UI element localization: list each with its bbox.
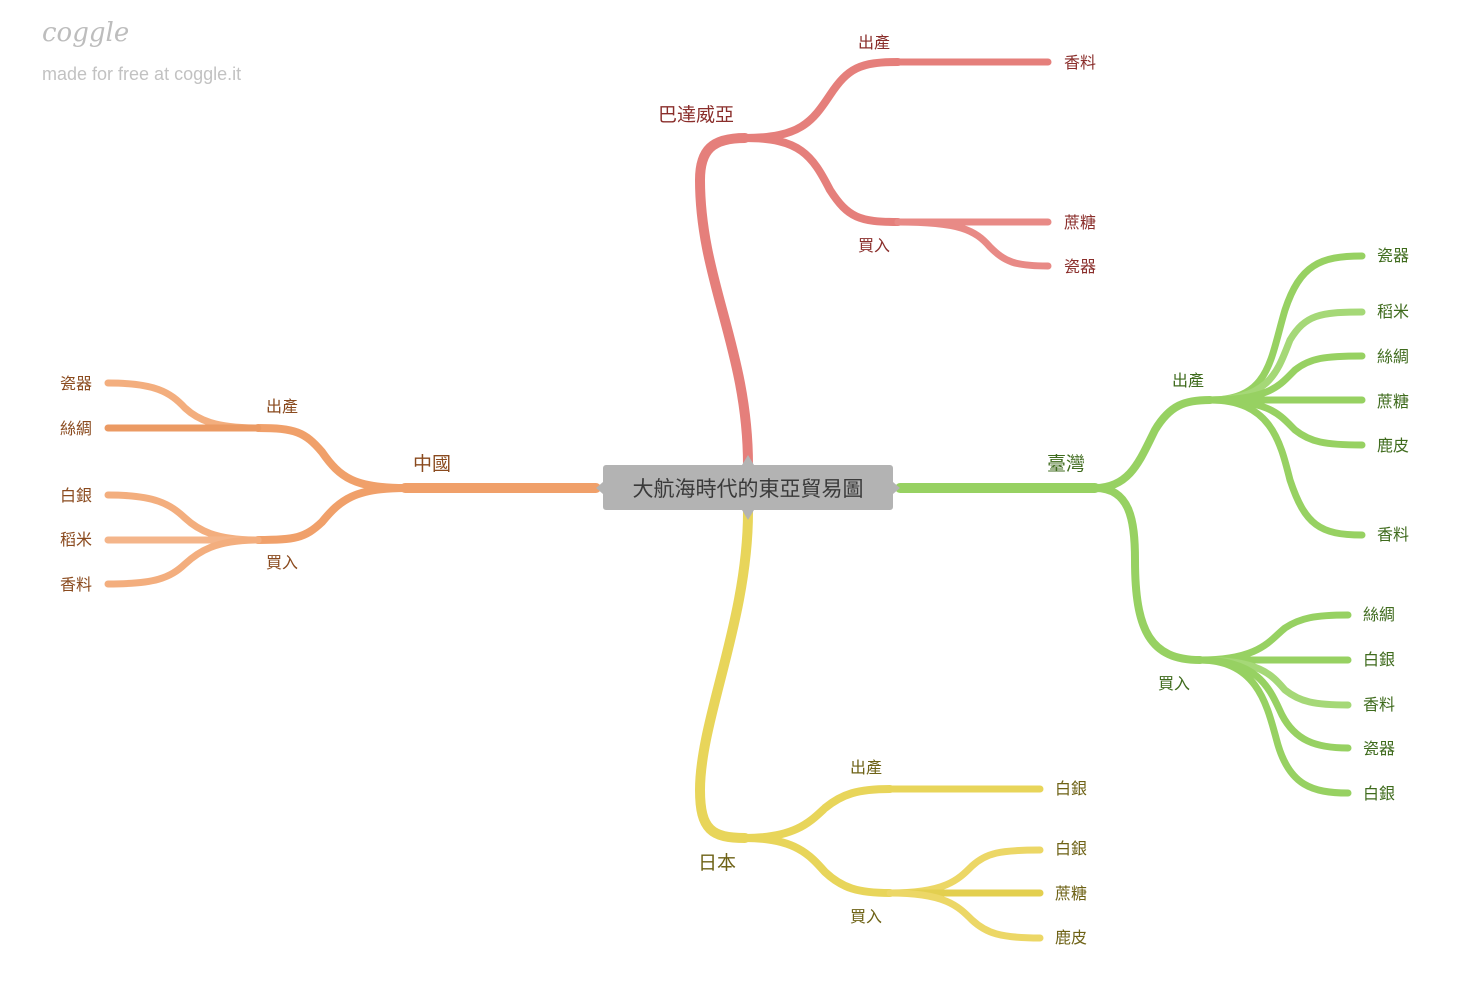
- japan-buy-item: 白銀: [1055, 839, 1087, 858]
- branch-china-links: [104, 379, 601, 588]
- batavia-buy-item: 蔗糖: [1064, 213, 1096, 232]
- branch-china[interactable]: 中國 出產 買入 瓷器 絲綢 白銀 稻米 香料: [60, 374, 451, 594]
- batavia-produce-item: 香料: [1064, 53, 1096, 72]
- center-node[interactable]: 大航海時代的東亞貿易圖: [596, 455, 900, 520]
- taiwan-produce-item: 絲綢: [1377, 347, 1409, 366]
- taiwan-produce-item: 鹿皮: [1377, 436, 1409, 455]
- batavia-produce-label: 出產: [858, 33, 890, 52]
- china-produce-item: 瓷器: [60, 374, 92, 393]
- japan-produce-label: 出產: [850, 758, 882, 777]
- china-buy-item: 香料: [60, 575, 92, 594]
- china-buy-label: 買入: [266, 553, 298, 572]
- branch-taiwan-links: [895, 252, 1366, 797]
- taiwan-buy-item: 瓷器: [1363, 739, 1395, 758]
- branch-label-china: 中國: [413, 453, 451, 475]
- taiwan-produce-item: 蔗糖: [1377, 392, 1409, 411]
- center-title: 大航海時代的東亞貿易圖: [633, 477, 864, 501]
- japan-buy-item: 蔗糖: [1055, 884, 1087, 903]
- taiwan-buy-item: 香料: [1363, 695, 1395, 714]
- taiwan-produce-label: 出產: [1172, 371, 1204, 390]
- china-produce-label: 出產: [266, 397, 298, 416]
- branch-label-batavia: 巴達威亞: [658, 104, 734, 126]
- taiwan-buy-item: 白銀: [1363, 784, 1395, 803]
- china-produce-item: 絲綢: [60, 419, 92, 438]
- batavia-buy-item: 瓷器: [1064, 257, 1096, 276]
- batavia-buy-label: 買入: [858, 236, 890, 255]
- taiwan-produce-item: 香料: [1377, 525, 1409, 544]
- china-buy-item: 稻米: [60, 530, 92, 549]
- branch-label-japan: 日本: [698, 852, 736, 874]
- japan-buy-label: 買入: [850, 907, 882, 926]
- branch-batavia[interactable]: 巴達威亞 出產 買入 香料 蔗糖 瓷器: [658, 33, 1096, 276]
- branch-japan-links: [694, 507, 1044, 942]
- branch-batavia-links: [694, 58, 1052, 470]
- japan-buy-item: 鹿皮: [1055, 928, 1087, 947]
- watermark-text: made for free at coggle.it: [42, 64, 242, 84]
- taiwan-produce-item: 瓷器: [1377, 246, 1409, 265]
- branch-japan[interactable]: 日本 出產 買入 白銀 白銀 蔗糖 鹿皮: [698, 758, 1087, 947]
- japan-produce-item: 白銀: [1055, 779, 1087, 798]
- taiwan-produce-item: 稻米: [1377, 302, 1409, 321]
- taiwan-buy-label: 買入: [1158, 674, 1190, 693]
- branch-label-taiwan: 臺灣: [1047, 453, 1085, 475]
- taiwan-buy-item: 白銀: [1363, 650, 1395, 669]
- coggle-logo: coggle: [42, 18, 130, 48]
- taiwan-buy-item: 絲綢: [1363, 605, 1395, 624]
- china-buy-item: 白銀: [60, 486, 92, 505]
- branch-taiwan[interactable]: 臺灣 出產 買入 瓷器 稻米 絲綢 蔗糖 鹿皮 香料 絲綢 白銀 香料 瓷器 白…: [1047, 246, 1409, 803]
